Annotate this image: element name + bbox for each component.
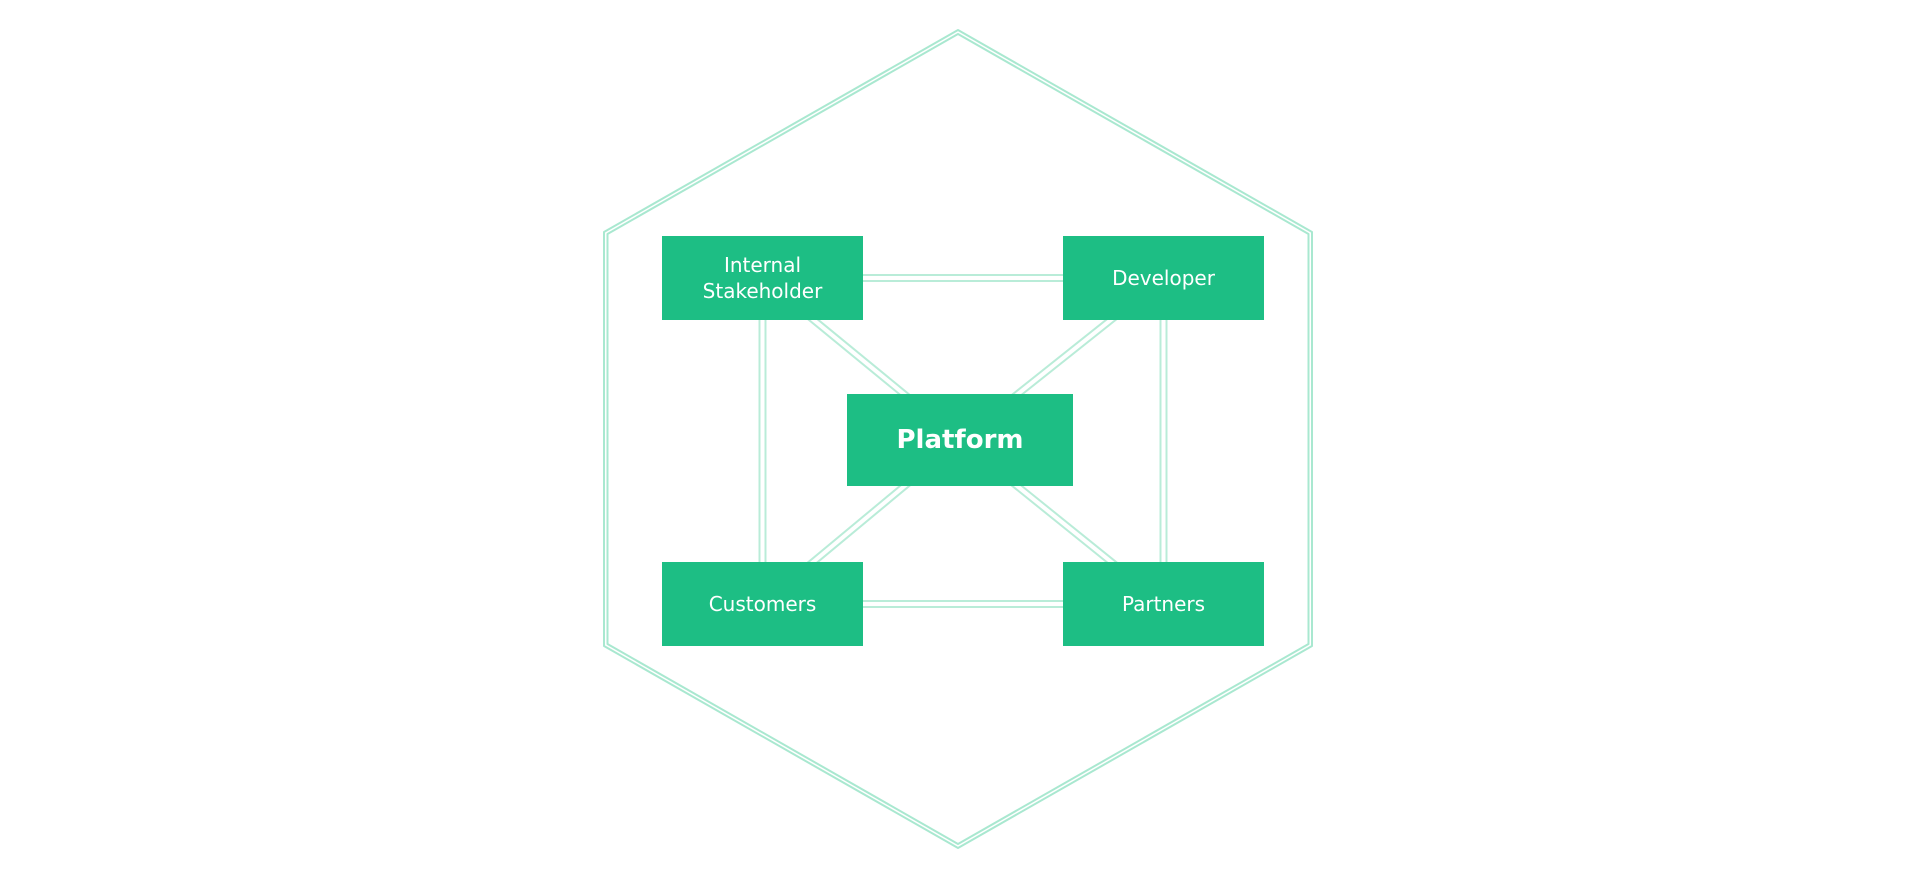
internal-stakeholder-label: Internal Stakeholder bbox=[702, 253, 823, 303]
platform-node[interactable]: Platform bbox=[847, 394, 1073, 486]
customers-label: Customers bbox=[708, 592, 817, 616]
partners-label: Partners bbox=[1121, 592, 1206, 616]
developer-label: Developer bbox=[1112, 266, 1215, 290]
hexagon-frame-line bbox=[603, 29, 1313, 849]
developer-node[interactable]: Developer bbox=[1063, 236, 1264, 320]
platform-label: Platform bbox=[896, 425, 1024, 455]
hexagon-frame-line bbox=[606, 33, 1310, 845]
customers-node[interactable]: Customers bbox=[662, 562, 863, 646]
hexagon-frame bbox=[603, 29, 1313, 849]
partners-node[interactable]: Partners bbox=[1063, 562, 1264, 646]
internal-stakeholder-node[interactable]: Internal Stakeholder bbox=[662, 236, 863, 320]
